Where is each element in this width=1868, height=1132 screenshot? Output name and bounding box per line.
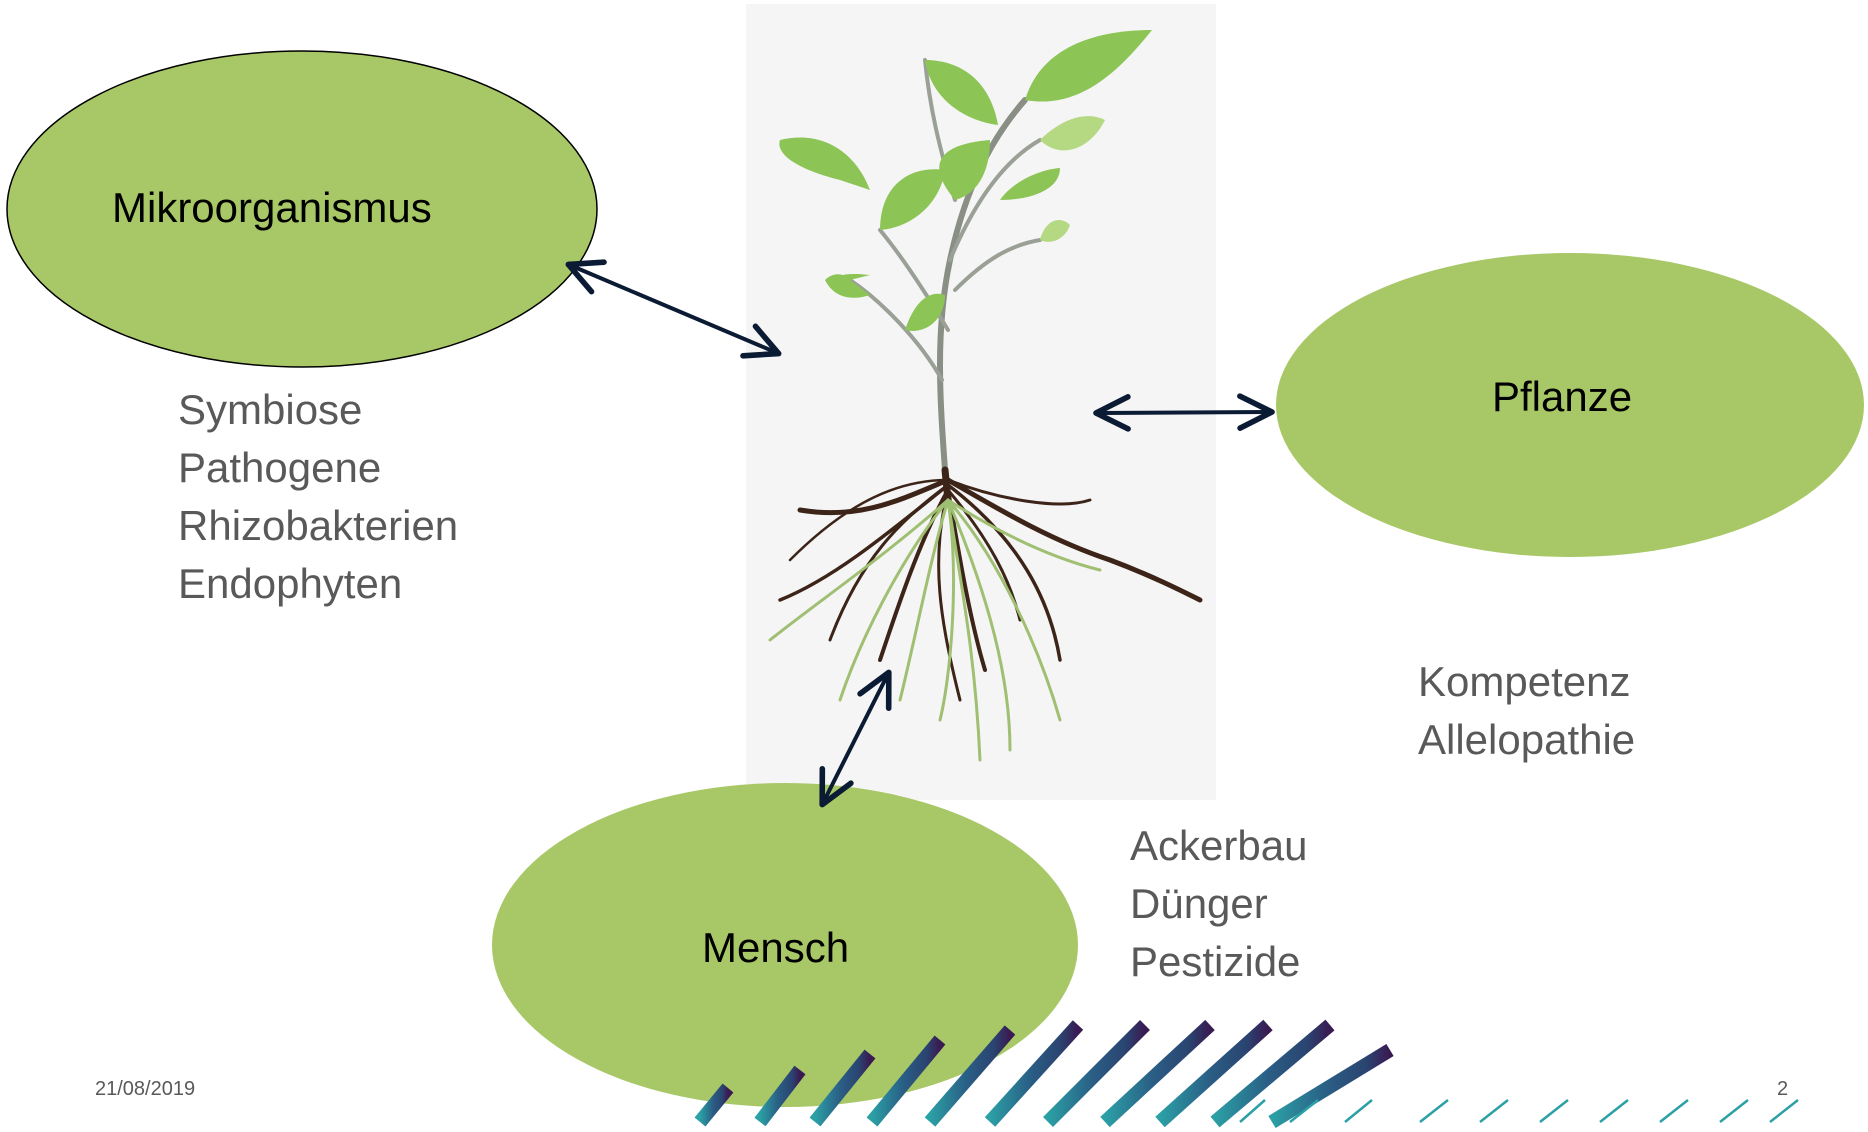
node-mensch-label: Mensch (702, 924, 849, 972)
list-item: Rhizobakterien (178, 497, 458, 555)
list-item: Symbiose (178, 381, 458, 439)
list-item: Pathogene (178, 439, 458, 497)
list-mensch: Ackerbau Dünger Pestizide (1130, 817, 1307, 991)
arrow-mikroorganismus-plant (572, 266, 775, 352)
list-mikroorganismus: Symbiose Pathogene Rhizobakterien Endoph… (178, 381, 458, 613)
footer-date: 21/08/2019 (95, 1078, 195, 1101)
node-pflanze-label: Pflanze (1492, 373, 1632, 421)
arrow-plant-pflanze (1100, 412, 1268, 413)
footer-page-number: 2 (1777, 1078, 1788, 1101)
node-mikroorganismus-label: Mikroorganismus (112, 184, 432, 232)
list-item: Endophyten (178, 555, 458, 613)
list-pflanze: Kompetenz Allelopathie (1418, 653, 1635, 769)
list-item: Ackerbau (1130, 817, 1307, 875)
list-item: Allelopathie (1418, 711, 1635, 769)
plant-image-panel (746, 4, 1216, 800)
list-item: Pestizide (1130, 933, 1307, 991)
list-item: Dünger (1130, 875, 1307, 933)
list-item: Kompetenz (1418, 653, 1635, 711)
